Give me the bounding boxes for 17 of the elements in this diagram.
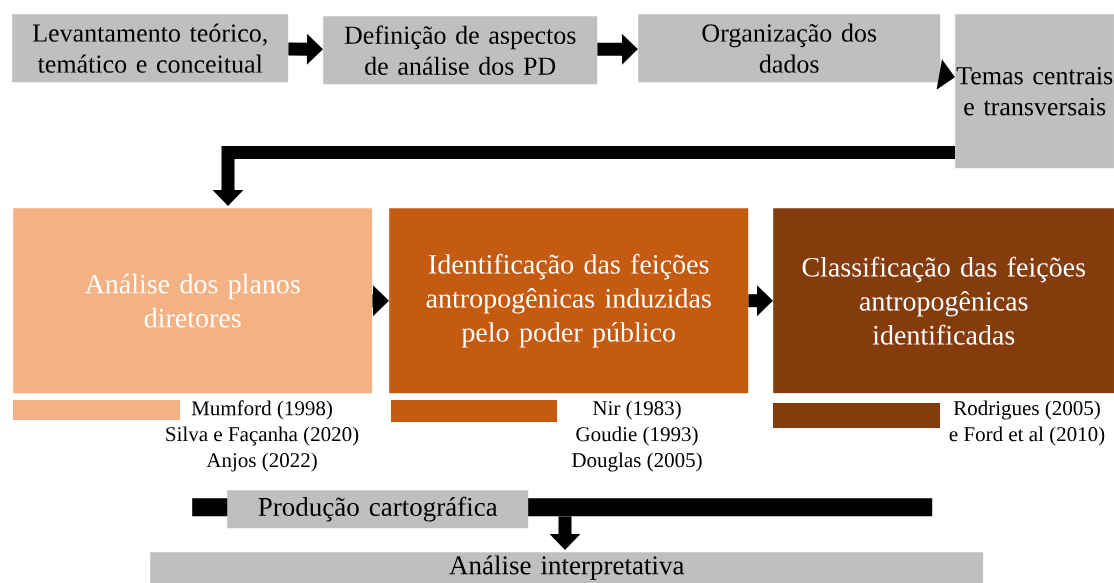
process-box: Produção cartográfica bbox=[227, 490, 529, 529]
reference-text: Goudie (1993) bbox=[576, 426, 698, 446]
reference-text: Douglas (2005) bbox=[572, 452, 702, 472]
reference-text: Nir (1983) bbox=[593, 400, 681, 420]
process-box: Definição de aspectos de análise dos PD bbox=[323, 16, 598, 85]
reference-text: Silva e Façanha (2020) bbox=[166, 426, 359, 446]
reference-text: Rodrigues (2005) bbox=[953, 400, 1100, 420]
process-box: Temas centrais e transversais bbox=[955, 14, 1114, 169]
stage-box: Análise dos planos diretores bbox=[13, 208, 373, 394]
process-box: Análise interpretativa bbox=[150, 552, 984, 583]
stage-box: Classificação das feições antropogênicas identificadas bbox=[773, 208, 1114, 394]
reference-text: Mumford (1998) bbox=[191, 400, 332, 420]
stage-box: Identificação das feições antropogênicas induzidas pelo poder público bbox=[389, 208, 749, 394]
process-box: Levantamento teórico, temático e conceitual bbox=[12, 14, 289, 83]
process-box: Organização dos dados bbox=[638, 14, 941, 83]
reference-text: Anjos (2022) bbox=[206, 452, 317, 472]
reference-text: e Ford et al (2010) bbox=[949, 426, 1105, 446]
